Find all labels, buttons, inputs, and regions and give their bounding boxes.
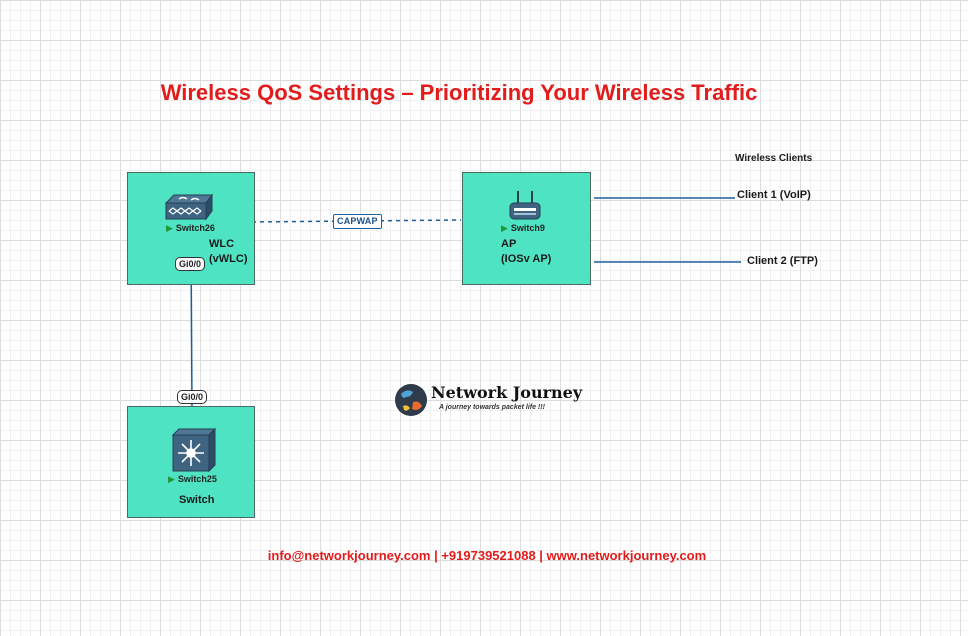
network-journey-logo: Network Journey A journey towards packet… xyxy=(393,380,583,420)
play-triangle-icon: ▶ xyxy=(168,474,175,484)
layer3-switch-icon xyxy=(170,427,218,478)
wlc-hostname-text: Switch26 xyxy=(175,223,215,233)
play-triangle-icon: ▶ xyxy=(166,223,173,233)
switch-node[interactable]: ▶Switch25 Switch xyxy=(127,406,255,518)
footer-contact: info@networkjourney.com | +919739521088 … xyxy=(267,548,707,563)
access-point-icon xyxy=(508,189,542,226)
page-title: Wireless QoS Settings – Prioritizing You… xyxy=(160,80,758,105)
switch-label: Switch xyxy=(179,494,215,506)
wlc-hostname: ▶Switch26 xyxy=(166,223,215,234)
wlc-label: WLC (vWLC) xyxy=(209,237,248,267)
logo-tagline: A journey towards packet life !!! xyxy=(439,404,545,411)
ap-node[interactable]: ▶Switch9 AP (IOSv AP) xyxy=(462,172,591,285)
client2-label[interactable]: Client 2 (FTP) xyxy=(747,255,818,267)
play-triangle-icon: ▶ xyxy=(501,223,508,233)
wireless-controller-icon xyxy=(164,191,214,226)
client1-label[interactable]: Client 1 (VoIP) xyxy=(737,189,811,201)
switch-hostname-text: Switch25 xyxy=(177,474,217,484)
wireless-clients-heading: Wireless Clients xyxy=(735,153,813,164)
wlc-label-line2: (vWLC) xyxy=(209,253,248,265)
wlc-label-line1: WLC xyxy=(209,238,235,250)
ap-label: AP (IOSv AP) xyxy=(501,237,551,267)
ap-label-line1: AP xyxy=(501,238,517,250)
ap-hostname: ▶Switch9 xyxy=(501,223,545,234)
ap-label-line2: (IOSv AP) xyxy=(501,253,552,265)
logo-name: Network Journey xyxy=(431,383,583,402)
switch-hostname: ▶Switch25 xyxy=(168,474,217,485)
capwap-label: CAPWAP xyxy=(333,214,382,229)
ap-hostname-text: Switch9 xyxy=(510,223,545,233)
wlc-port-label: Gi0/0 xyxy=(175,257,206,271)
globe-icon xyxy=(393,382,429,423)
switch-port-label: Gi0/0 xyxy=(177,390,208,404)
